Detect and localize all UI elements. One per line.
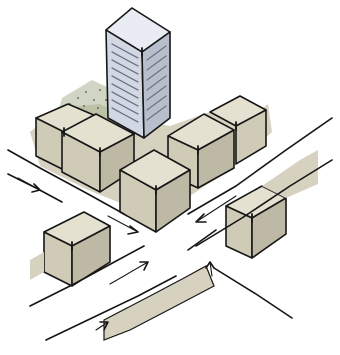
block-lower-right (226, 150, 318, 258)
tower-icon (106, 8, 170, 138)
block-lower-left (30, 212, 110, 286)
sidewalk-bottom (104, 266, 214, 340)
